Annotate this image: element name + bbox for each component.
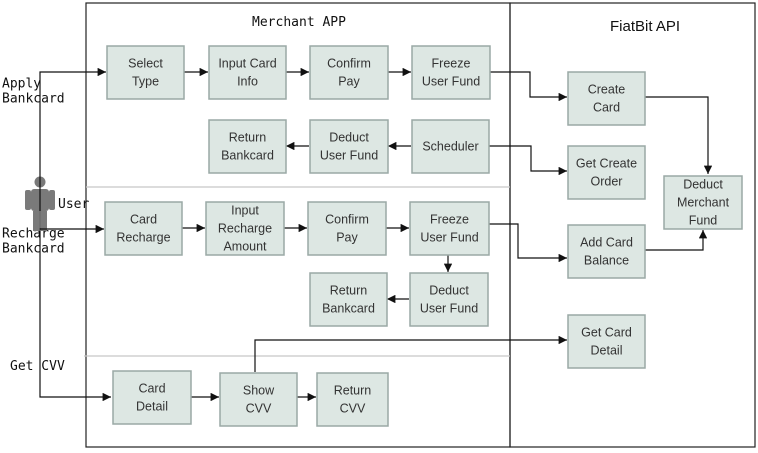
node-card-detail [112,370,192,425]
node-return-bankcard-2 [309,272,388,327]
node-scheduler [411,119,490,174]
node-confirm-pay-2 [307,201,387,256]
flow-arrows [182,67,713,402]
node-return-bankcard-1 [208,119,287,174]
flow-label-get-cvv: Get CVV [10,359,65,374]
node-show-cvv [219,372,298,427]
node-return-cvv [316,372,389,427]
node-confirm-pay-1 [309,45,389,100]
node-select-type [106,45,185,100]
user-links [39,67,111,402]
node-deduct-user-fund-1 [309,119,389,174]
user-actor-label: User [58,197,89,212]
node-input-card-info [208,45,287,100]
fiatbit-api-title: FiatBit API [610,18,680,35]
node-freeze-user-fund-1 [411,45,491,100]
node-freeze-user-fund-2 [409,201,490,256]
node-get-create-order [567,145,646,200]
label-scheduler: Scheduler [422,140,478,154]
fiatbit-api-panel [509,2,756,448]
node-get-card-detail [567,314,646,369]
node-add-card-balance [567,224,646,279]
node-input-recharge-amount [205,201,285,256]
node-card-recharge [104,201,183,256]
node-deduct-user-fund-2 [409,272,489,327]
node-create-card [567,71,646,126]
node-deduct-merchant-fund [663,175,743,230]
merchant-app-title: Merchant APP [252,15,346,30]
